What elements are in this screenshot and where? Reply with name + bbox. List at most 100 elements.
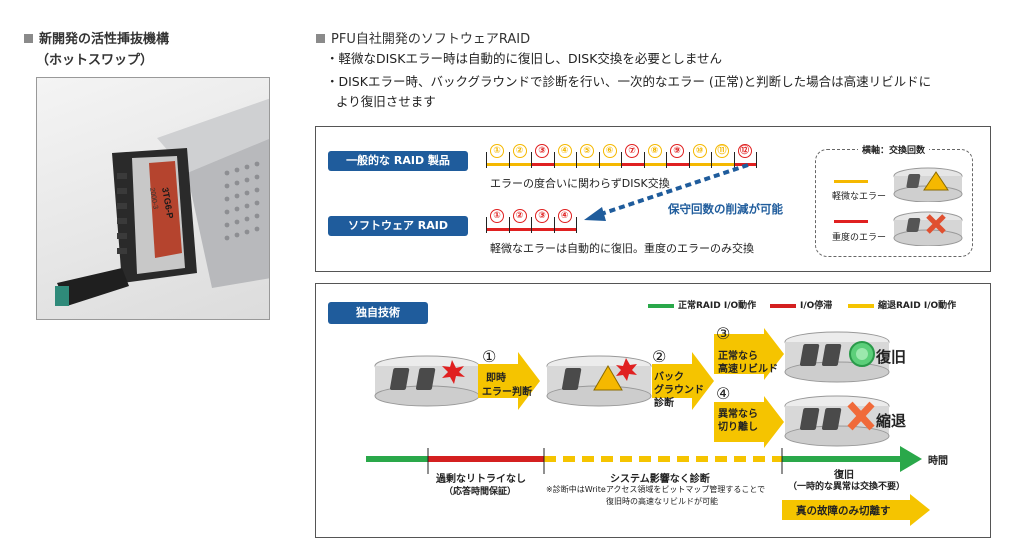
- row1-count-badge: ⑦: [625, 144, 639, 158]
- row1-count-badge: ②: [512, 144, 527, 158]
- time-label: 時間: [928, 456, 948, 467]
- seg3-line2: （一時的な異常は交換不要）: [788, 482, 906, 492]
- legend-normal-swatch: [648, 304, 674, 308]
- row1-count-badge: ⑧: [647, 144, 662, 158]
- row1-tick: [486, 152, 487, 168]
- legend-minor-swatch: [834, 180, 868, 183]
- tech-legend: 正常RAID I/O動作 I/O停滞 縮退RAID I/O動作: [648, 298, 988, 312]
- error-disk-icon: [374, 355, 480, 407]
- result-recover: 復旧: [876, 348, 907, 366]
- row1-segment: [666, 163, 689, 166]
- legend-degraded-swatch: [848, 304, 874, 308]
- minor-error-disk-icon: [893, 167, 963, 202]
- row1-count-badge: ⑩: [692, 144, 707, 158]
- legend-normal-label: 正常RAID I/O動作: [678, 301, 757, 311]
- diagnosing-disk-icon: [546, 355, 652, 407]
- row2-count-badge: ③: [535, 209, 549, 223]
- row1-segment: [531, 163, 554, 166]
- step1-arrow: [478, 352, 540, 410]
- step4-text-2: 切り離し: [718, 422, 758, 433]
- legend-stop-swatch: [770, 304, 796, 308]
- row1-segment: [643, 163, 666, 166]
- row2-segment: [531, 228, 554, 231]
- bullet-2: ・DISKエラー時、バックグラウンドで診断を行い、一次的なエラー (正常)と判断…: [326, 74, 932, 89]
- row1-count-badge: ⑥: [602, 144, 617, 158]
- seg1-line2: （応答時間保証）: [444, 487, 517, 497]
- row1-caption: エラーの度合いに関わらずDISK交換: [490, 177, 670, 190]
- drive-label-2: 2000-3: [148, 187, 159, 210]
- seg2-line1: システム影響なく診断: [610, 474, 710, 485]
- row1-tick: [553, 152, 555, 168]
- legend-severe-swatch: [834, 220, 868, 223]
- row1-tick: [508, 152, 510, 168]
- row1-count-badge: ③: [535, 144, 549, 158]
- step1-text-1: 即時: [486, 373, 506, 384]
- step4-number: ④: [716, 384, 731, 403]
- right-heading: PFU自社開発のソフトウェアRAID: [316, 28, 530, 47]
- reduction-arrow: [584, 163, 749, 221]
- error-legend: 横軸：交換回数 軽微なエラー 重度のエラー: [815, 143, 973, 257]
- server-drive-image: 3TG6-P 2000-3: [55, 98, 269, 306]
- product-photo: 3TG6-P 2000-3: [36, 77, 270, 320]
- bullet-1: ・軽微なDISKエラー時は自動的に復旧し、DISK交換を必要としません: [326, 51, 723, 66]
- row1-tick: [576, 152, 577, 168]
- technology-panel: 独自技術 正常RAID I/O動作 I/O停滞 縮退RAID I/O動作 ① 即…: [315, 283, 991, 538]
- row1-count-badge: ⑤: [580, 144, 594, 158]
- row2-tick: [486, 217, 487, 233]
- heading-square-icon: [316, 34, 325, 43]
- legend-title: 横軸：交換回数: [858, 143, 930, 156]
- reduction-label: 保守回数の削減が可能: [668, 202, 783, 216]
- row2-segment: [508, 228, 531, 231]
- step2-arrow: [652, 352, 714, 410]
- degraded-disk-icon: [784, 395, 890, 447]
- step3-number: ③: [716, 324, 731, 343]
- row2-count-badge: ①: [490, 209, 504, 223]
- left-heading-line1: 新開発の活性挿抜機構: [39, 32, 170, 47]
- bullet-3: より復旧させます: [336, 94, 436, 109]
- row1-label: 一般的な RAID 製品: [328, 151, 468, 171]
- row1-segment: [711, 163, 734, 166]
- timeline: [366, 446, 922, 474]
- step4-arrow: [714, 396, 784, 448]
- seg2-note1: ※診断中はWriteアクセス領域をビットマップ管理することで: [546, 485, 766, 494]
- row1-count-badge: ⑪: [715, 144, 729, 158]
- row2-caption: 軽微なエラーは自動的に復旧。重度のエラーのみ交換: [490, 242, 754, 255]
- row2-tick: [553, 217, 555, 233]
- row1-count-badge: ④: [557, 144, 572, 158]
- step3-text-2: 高速リビルド: [718, 364, 778, 375]
- step2-text-2: グラウンド: [654, 385, 704, 396]
- row1-segment: [486, 163, 509, 166]
- row2-tick: [576, 217, 577, 233]
- seg4-arrow: [782, 494, 930, 526]
- row1-tick: [621, 152, 622, 168]
- step4-text-1: 異常なら: [718, 409, 758, 420]
- legend-minor-label: 軽微なエラー: [832, 192, 887, 202]
- legend-stop-label: I/O停滞: [800, 301, 833, 311]
- step2-number: ②: [652, 347, 667, 366]
- seg2-note2: 復旧時の高速なリビルドが可能: [606, 497, 718, 506]
- row1-tick: [666, 152, 667, 168]
- step2-text-3: 診断: [654, 398, 674, 409]
- recovered-disk-icon: [784, 331, 890, 383]
- row1-tick: [711, 152, 712, 168]
- row1-count-badge: ⑫: [737, 144, 752, 158]
- seg1-line1: 過剰なリトライなし: [436, 474, 526, 485]
- row1-tick: [756, 152, 757, 168]
- row2-segment: [553, 228, 576, 231]
- row1-segment: [621, 163, 644, 166]
- row1-tick: [531, 152, 532, 168]
- row1-segment: [508, 163, 531, 166]
- row1-tick: [688, 152, 690, 168]
- row1-count-badge: ①: [490, 144, 504, 158]
- seg3-line1: 復旧: [834, 470, 854, 481]
- row2-count-badge: ④: [557, 209, 572, 223]
- step3-text-1: 正常なら: [718, 351, 758, 362]
- row2-count-badge: ②: [512, 209, 527, 223]
- row1-tick: [598, 152, 600, 168]
- legend-severe-label: 重度のエラー: [832, 233, 887, 243]
- row1-segment: [576, 163, 599, 166]
- tech-title: 独自技術: [328, 302, 428, 324]
